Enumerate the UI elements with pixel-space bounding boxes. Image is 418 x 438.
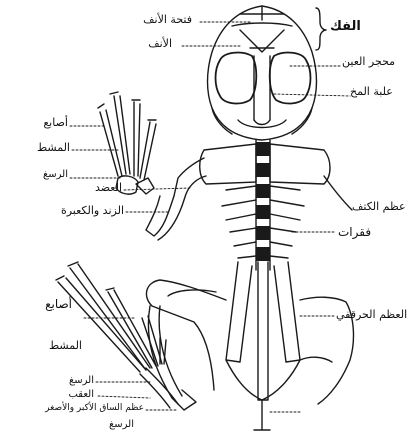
pelvis	[226, 262, 300, 430]
label-humerus: العضد	[95, 182, 122, 193]
label-metacarpals: المشط	[37, 142, 70, 153]
hindlimb	[56, 262, 353, 410]
label-shoulder-bone: عظم الكتف	[352, 201, 406, 212]
skull	[208, 6, 317, 140]
label-ankle: الرسغ	[69, 376, 94, 386]
jaw-brace	[316, 8, 326, 50]
label-nostril-opening: فتحة الأنف	[143, 14, 192, 25]
label-tibia-fibula: عظم الساق الأكبر والأصغر	[45, 404, 144, 413]
forelimb	[98, 92, 206, 240]
label-foot-metatarsals: المشط	[49, 340, 82, 351]
leader-lines	[70, 22, 350, 412]
label-wrist: الرسغ	[43, 170, 68, 180]
label-eye-socket: محجر العين	[342, 56, 395, 67]
label-fingers: أصابع	[43, 117, 68, 128]
label-radius-ulna: الزند والكعبرة	[61, 205, 124, 216]
label-vertebrae: فقرات	[338, 226, 371, 238]
label-jaw: الفك	[330, 20, 361, 33]
spine	[222, 140, 304, 270]
label-ankle-lower: الرسغ	[109, 420, 134, 430]
label-brain-box: علبة المخ	[350, 86, 393, 97]
label-nose: الأنف	[148, 38, 172, 49]
label-toes: أصابع	[45, 298, 72, 310]
shoulder-girdle	[200, 144, 352, 210]
label-tarsal-bone: العقب	[68, 390, 94, 400]
label-hip-bone: العظم الحرقفي	[336, 309, 407, 320]
